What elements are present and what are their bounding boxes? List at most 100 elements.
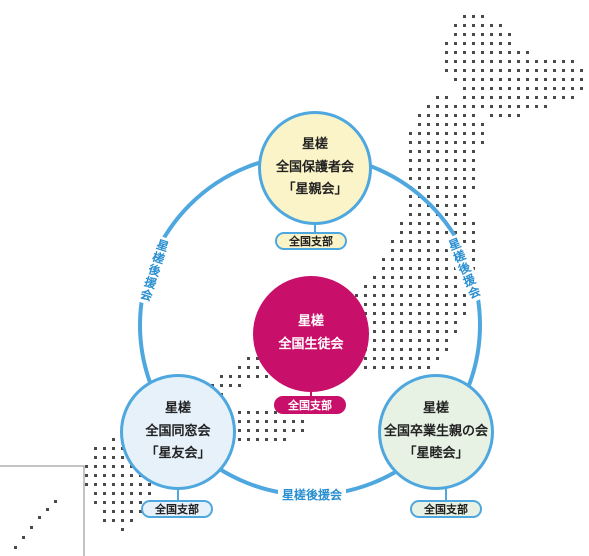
map-dot: [409, 168, 412, 171]
okinawa-dot: [14, 546, 17, 549]
map-dot: [427, 285, 430, 288]
map-dot: [454, 204, 457, 207]
map-dot: [265, 438, 268, 441]
map-dot: [436, 150, 439, 153]
map-dot: [238, 411, 241, 414]
map-dot: [427, 159, 430, 162]
map-dot: [391, 366, 394, 369]
map-dot: [418, 312, 421, 315]
map-dot: [265, 411, 268, 414]
map-dot: [274, 438, 277, 441]
map-dot: [400, 285, 403, 288]
map-dot: [463, 24, 466, 27]
map-dot: [391, 285, 394, 288]
map-dot: [553, 96, 556, 99]
map-dot: [463, 105, 466, 108]
map-dot: [409, 195, 412, 198]
map-dot: [436, 276, 439, 279]
map-dot: [436, 249, 439, 252]
okinawa-dot: [38, 516, 41, 519]
map-dot: [445, 330, 448, 333]
map-dot: [436, 114, 439, 117]
map-dot: [373, 348, 376, 351]
map-dot: [454, 123, 457, 126]
map-dot: [472, 150, 475, 153]
map-dot: [472, 69, 475, 72]
map-dot: [103, 483, 106, 486]
map-dot: [409, 222, 412, 225]
map-dot: [499, 78, 502, 81]
map-dot: [472, 105, 475, 108]
map-dot: [427, 141, 430, 144]
map-dot: [427, 105, 430, 108]
map-dot: [490, 60, 493, 63]
map-dot: [472, 258, 475, 261]
map-dot: [481, 78, 484, 81]
map-dot: [409, 303, 412, 306]
map-dot: [418, 321, 421, 324]
map-dot: [148, 483, 151, 486]
map-dot: [436, 168, 439, 171]
map-dot: [94, 483, 97, 486]
map-dot: [517, 51, 520, 54]
right-org-line1: 星槎: [422, 400, 449, 416]
map-dot: [517, 87, 520, 90]
map-dot: [382, 357, 385, 360]
map-dot: [463, 69, 466, 72]
map-dot: [103, 492, 106, 495]
map-dot: [499, 87, 502, 90]
map-dot: [553, 78, 556, 81]
map-dot: [85, 474, 88, 477]
map-dot: [94, 456, 97, 459]
map-dot: [265, 375, 268, 378]
map-dot: [418, 213, 421, 216]
map-dot: [445, 285, 448, 288]
map-dot: [454, 213, 457, 216]
map-dot: [103, 474, 106, 477]
map-dot: [463, 222, 466, 225]
map-dot: [391, 312, 394, 315]
map-dot: [472, 96, 475, 99]
map-dot: [490, 96, 493, 99]
map-dot: [112, 492, 115, 495]
map-dot: [454, 321, 457, 324]
map-dot: [454, 276, 457, 279]
map-dot: [418, 132, 421, 135]
map-dot: [130, 474, 133, 477]
map-dot: [481, 105, 484, 108]
map-dot: [94, 474, 97, 477]
map-dot: [463, 33, 466, 36]
map-dot: [445, 195, 448, 198]
map-dot: [400, 267, 403, 270]
map-dot: [499, 60, 502, 63]
map-dot: [373, 276, 376, 279]
map-dot: [292, 429, 295, 432]
map-dot: [418, 267, 421, 270]
map-dot: [265, 420, 268, 423]
map-dot: [409, 321, 412, 324]
map-dot: [544, 60, 547, 63]
map-dot: [472, 240, 475, 243]
map-dot: [472, 168, 475, 171]
graduates-parents-association-circle: 星槎 全国卒業生親の会 「星睦会」: [378, 374, 494, 490]
map-dot: [508, 87, 511, 90]
map-dot: [400, 321, 403, 324]
map-dot: [436, 96, 439, 99]
map-dot: [427, 267, 430, 270]
map-dot: [256, 411, 259, 414]
map-dot: [445, 42, 448, 45]
okinawa-dot: [30, 526, 33, 529]
map-dot: [490, 42, 493, 45]
map-dot: [445, 96, 448, 99]
map-dot: [463, 231, 466, 234]
map-dot: [526, 96, 529, 99]
map-dot: [436, 141, 439, 144]
map-dot: [391, 330, 394, 333]
okinawa-dot: [54, 500, 57, 503]
map-dot: [130, 501, 133, 504]
map-dot: [238, 438, 241, 441]
map-dot: [238, 384, 241, 387]
okinawa-dot: [46, 508, 49, 511]
map-dot: [445, 312, 448, 315]
map-dot: [490, 78, 493, 81]
